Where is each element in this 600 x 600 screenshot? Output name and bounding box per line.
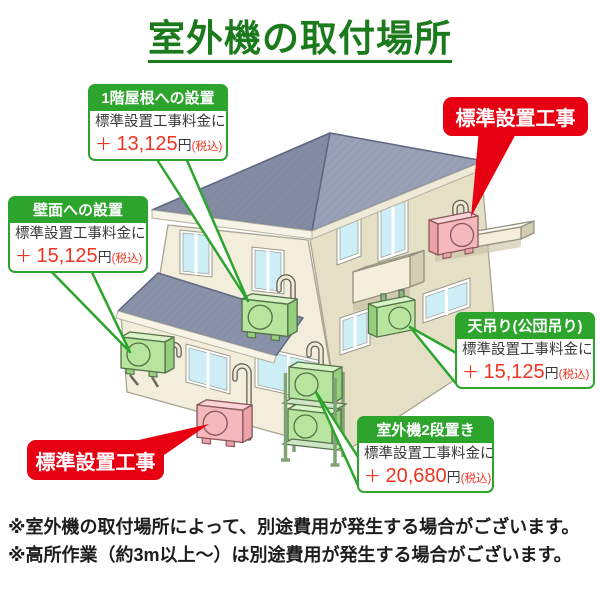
ac-unit-wall [120, 331, 182, 388]
callout-stack-line: 標準設置工事料金に [364, 446, 495, 462]
ac-unit-balcony [428, 199, 479, 260]
window [179, 229, 213, 278]
window [339, 307, 371, 356]
window [251, 246, 285, 295]
ac-unit-roof [241, 274, 298, 342]
callout-roof1f: 1階屋根への設置 標準設置工事料金に ＋ 13,125円(税込) [88, 84, 228, 161]
badge-standard-bottom: 標準設置工事 [27, 440, 164, 480]
callout-wall-price: ＋ 15,125円(税込) [15, 244, 143, 267]
callout-stack-price: ＋ 20,680円(税込) [364, 464, 492, 487]
callout-ceiling-price: ＋ 15,125円(税込) [462, 360, 590, 383]
callout-roof1f-heading: 1階屋根への設置 [88, 84, 228, 111]
callout-stack-heading: 室外機2段置き [357, 416, 494, 443]
page-title: 室外機の取付場所 [0, 8, 600, 63]
callout-wall-line: 標準設置工事料金に [15, 226, 146, 242]
callout-roof1f-line: 標準設置工事料金に [95, 114, 226, 130]
callout-pointer-wall [42, 262, 132, 354]
callout-ceiling-heading: 天吊り(公団吊り) [455, 312, 595, 339]
ac-unit-ceiling [367, 289, 416, 338]
callout-ceiling: 天吊り(公団吊り) 標準設置工事料金に ＋ 15,125円(税込) [455, 312, 595, 389]
callout-stack: 室外機2段置き 標準設置工事料金に ＋ 20,680円(税込) [357, 416, 495, 493]
callout-roof1f-price: ＋ 13,125円(税込) [95, 132, 223, 155]
window [185, 343, 231, 395]
callout-wall: 壁面への設置 標準設置工事料金に ＋ 15,125円(税込) [8, 196, 148, 273]
callout-ceiling-line: 標準設置工事料金に [462, 342, 593, 358]
badge-pointer-top [471, 130, 518, 217]
badge-standard-top: 標準設置工事 [443, 97, 588, 136]
ac-unit-ground [196, 363, 253, 448]
callout-wall-heading: 壁面への設置 [8, 196, 148, 223]
note-line: ※室外機の取付場所によって、別途費用が発生する場合がございます。 [8, 517, 580, 537]
footer-notes: ※室外機の取付場所によって、別途費用が発生する場合がございます。 ※高所作業（約… [8, 514, 579, 570]
note-line: ※高所作業（約3m以上～）は別途費用が発生する場合がございます。 [8, 544, 572, 565]
window [422, 277, 471, 324]
